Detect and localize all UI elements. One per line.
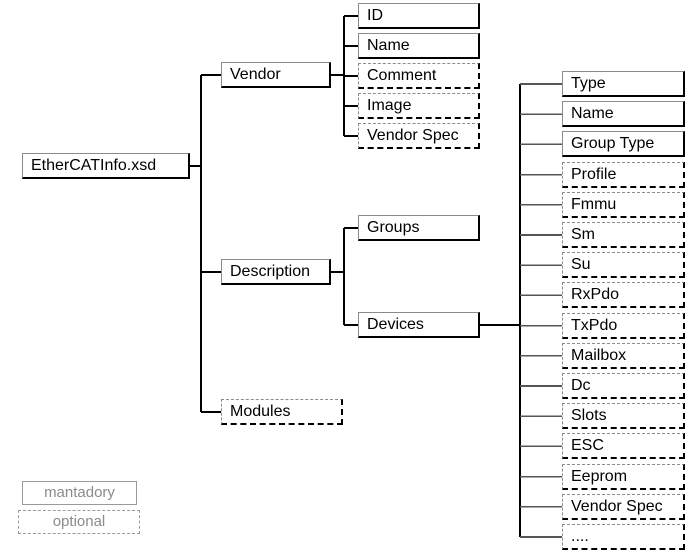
node-groups[interactable]: Groups xyxy=(358,215,480,241)
node-device-name[interactable]: Name xyxy=(562,101,685,128)
node-device-type[interactable]: Type xyxy=(562,71,685,97)
node-description[interactable]: Description xyxy=(221,259,331,285)
node-device-group-type[interactable]: Group Type xyxy=(562,131,685,158)
node-device-mailbox[interactable]: Mailbox xyxy=(562,342,685,369)
legend-item-optional: optional xyxy=(18,510,140,534)
legend-item-mantadory: mantadory xyxy=(22,481,137,505)
node-vendor-vendor-spec[interactable]: Vendor Spec xyxy=(358,123,480,149)
node-device-fmmu[interactable]: Fmmu xyxy=(562,191,685,218)
node-root[interactable]: EtherCATInfo.xsd xyxy=(22,153,190,179)
node-device-sm[interactable]: Sm xyxy=(562,222,685,248)
node-device-slots[interactable]: Slots xyxy=(562,403,685,430)
node-device-profile[interactable]: Profile xyxy=(562,161,685,188)
node-modules[interactable]: Modules xyxy=(221,399,343,425)
node-vendor-comment[interactable]: Comment xyxy=(358,63,480,89)
node-vendor-image[interactable]: Image xyxy=(358,93,480,119)
node-device-eeprom[interactable]: Eeprom xyxy=(562,463,685,490)
node-vendor-id[interactable]: ID xyxy=(358,3,480,29)
node-device-txpdo[interactable]: TxPdo xyxy=(562,312,685,339)
node-vendor[interactable]: Vendor xyxy=(221,62,331,88)
wire-devices-leaves xyxy=(520,83,562,538)
node-device-vendor-spec[interactable]: Vendor Spec xyxy=(562,493,685,520)
node-vendor-name[interactable]: Name xyxy=(358,33,480,59)
node-device-su[interactable]: Su xyxy=(562,252,685,279)
node-device-dots[interactable]: .... xyxy=(562,524,685,550)
node-device-dc[interactable]: Dc xyxy=(562,373,685,399)
node-device-esc[interactable]: ESC xyxy=(562,433,685,460)
node-devices[interactable]: Devices xyxy=(358,312,480,338)
node-device-rxpdo[interactable]: RxPdo xyxy=(562,282,685,309)
